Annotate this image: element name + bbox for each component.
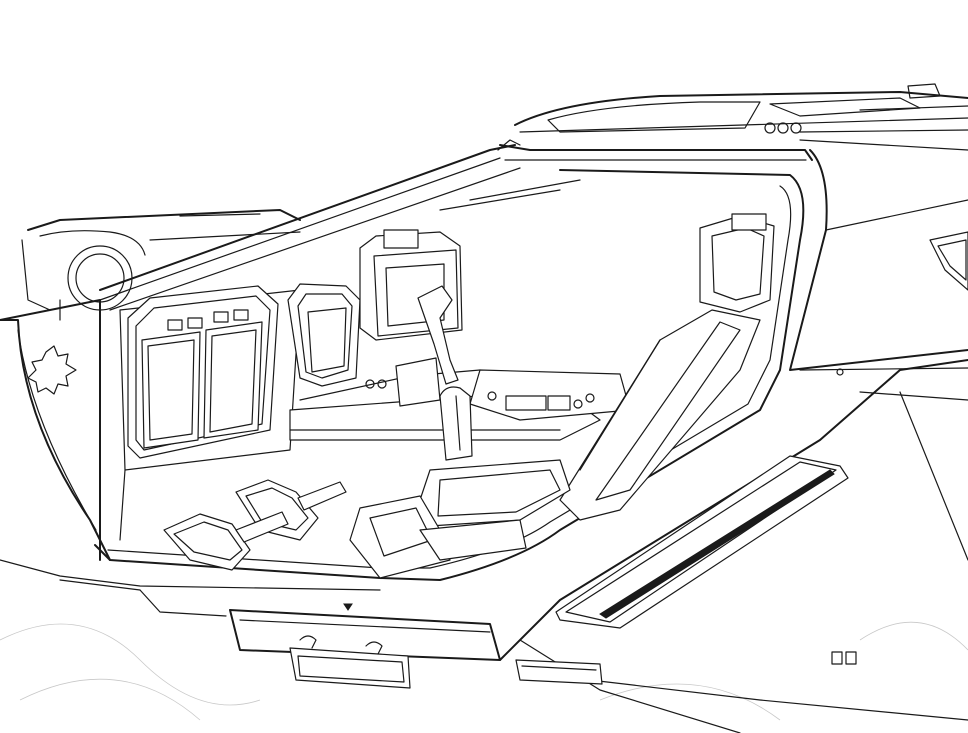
left-interior-wall	[119, 285, 301, 541]
front-bumper	[59, 579, 603, 689]
foot-pedals	[163, 479, 347, 571]
canopy-rails	[99, 139, 813, 311]
background-sketch	[0, 621, 968, 721]
right-hull	[499, 149, 968, 733]
left-engine-pod	[21, 209, 301, 321]
pilot-seat	[349, 213, 775, 579]
center-console	[289, 285, 631, 461]
cockpit-opening	[0, 169, 805, 591]
rear-canopy	[514, 83, 968, 151]
